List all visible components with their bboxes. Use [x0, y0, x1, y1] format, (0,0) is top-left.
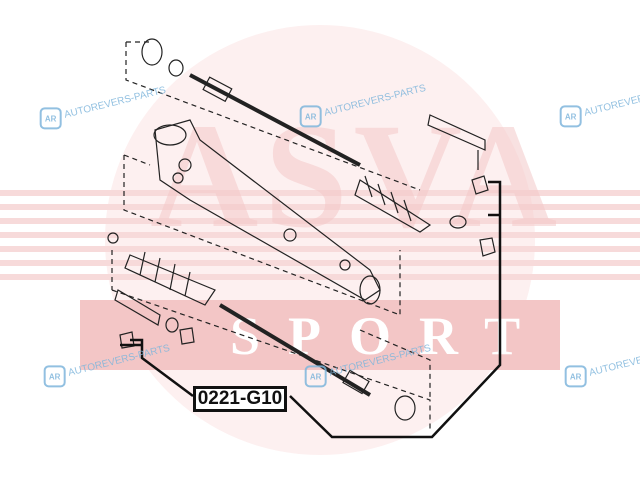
- ar-logo-icon: AR: [564, 365, 587, 388]
- ar-logo-icon: AR: [299, 105, 322, 128]
- ar-logo-icon: AR: [39, 107, 62, 130]
- background-logo-top: ASVA: [150, 93, 564, 259]
- part-number-label: 0221-G10: [193, 386, 287, 412]
- ar-logo-icon: AR: [304, 365, 327, 388]
- ar-logo-icon: AR: [559, 105, 582, 128]
- background-logo-bottom: SPORT: [230, 306, 549, 366]
- ar-logo-icon: AR: [43, 365, 66, 388]
